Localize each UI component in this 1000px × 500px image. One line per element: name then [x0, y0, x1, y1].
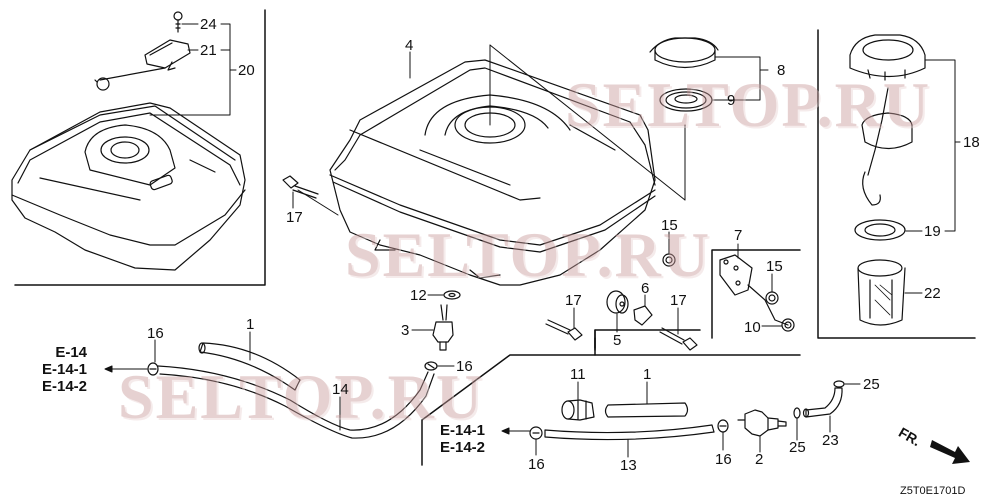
hose-clamp: [424, 361, 438, 371]
hose-clamp: [717, 419, 729, 433]
fuel-tank-alternate: [11, 102, 246, 271]
reference-link[interactable]: E-14-1: [42, 361, 88, 378]
frame-lines: [14, 9, 976, 466]
callout-5: 5: [613, 332, 622, 349]
callout-10: 10: [744, 319, 761, 336]
callout-13: 13: [620, 457, 637, 474]
fuel-tube: [198, 342, 301, 391]
callout-4: 4: [405, 37, 414, 54]
callout-16: 16: [715, 451, 732, 468]
reference-link[interactable]: E-14-1: [440, 422, 486, 439]
callout-16: 16: [456, 358, 473, 375]
leader-lines-left: [149, 23, 237, 116]
callout-7: 7: [734, 227, 743, 244]
reference-block-bottom: E-14-1 E-14-2: [440, 422, 485, 456]
nut: [781, 318, 795, 332]
drawing-code: Z5T0E1701D: [900, 485, 966, 497]
callout-17: 17: [670, 292, 687, 309]
reference-link[interactable]: E-14: [55, 344, 88, 361]
flange-bolt: [659, 327, 698, 351]
callout-17: 17: [286, 209, 303, 226]
leader-lines-cap-18: [904, 59, 961, 294]
clip: [793, 407, 801, 419]
callout-1: 1: [643, 366, 652, 383]
fuel-gauge: [94, 39, 191, 91]
callout-9: 9: [727, 92, 736, 109]
callout-12: 12: [410, 287, 427, 304]
reference-link[interactable]: E-14-2: [440, 439, 486, 456]
hose-clamp: [147, 362, 159, 376]
callout-24: 24: [200, 16, 217, 33]
fuel-tank: [329, 59, 656, 286]
reference-link[interactable]: E-14-2: [42, 378, 88, 395]
callout-22: 22: [924, 285, 941, 302]
callout-17: 17: [565, 292, 582, 309]
fuel-hose-13: [544, 424, 715, 441]
fuel-hose-14: [157, 365, 435, 439]
callout-2: 2: [755, 451, 764, 468]
washer: [443, 290, 461, 300]
callout-3: 3: [401, 322, 410, 339]
hose-clamp: [529, 426, 543, 440]
callout-21: 21: [200, 42, 217, 59]
callout-25: 25: [863, 376, 880, 393]
arrow-left-ref: [104, 365, 148, 373]
grommet: [606, 290, 629, 314]
callout-15: 15: [661, 217, 678, 234]
cap-gasket: [659, 88, 713, 112]
callout-18: 18: [963, 134, 980, 151]
callout-14: 14: [332, 381, 349, 398]
cap-gasket-19: [854, 219, 906, 241]
callout-6: 6: [641, 280, 650, 297]
fuel-valve: [432, 304, 454, 351]
flange-bolt: [282, 175, 319, 199]
callout-19: 19: [924, 223, 941, 240]
joint: [561, 399, 595, 421]
bracket-plate: [719, 254, 789, 326]
callout-16: 16: [528, 456, 545, 473]
reference-block-left: E-14 E-14-1 E-14-2: [42, 344, 87, 395]
fuel-filter: [737, 409, 787, 437]
callout-8: 8: [777, 62, 786, 79]
callout-25: 25: [789, 439, 806, 456]
callout-23: 23: [822, 432, 839, 449]
screw: [173, 11, 183, 33]
callout-11: 11: [570, 366, 586, 383]
nut: [662, 253, 676, 267]
flange-bolt: [545, 319, 583, 341]
tube: [802, 387, 843, 418]
fuel-cap: [649, 37, 719, 69]
callout-20: 20: [238, 62, 255, 79]
callout-1: 1: [246, 316, 255, 333]
callout-16: 16: [147, 325, 164, 342]
fuel-tube-bottom: [604, 402, 689, 418]
clip: [633, 305, 653, 326]
nut: [765, 291, 779, 305]
tethered-fuel-cap: [849, 34, 926, 206]
clip: [833, 380, 845, 388]
front-direction-arrow-icon: [930, 440, 970, 464]
arrow-bottom-ref: [501, 427, 531, 435]
leader-lines-cap: [712, 56, 769, 101]
fuel-strainer: [857, 259, 906, 326]
callout-15: 15: [766, 258, 783, 275]
